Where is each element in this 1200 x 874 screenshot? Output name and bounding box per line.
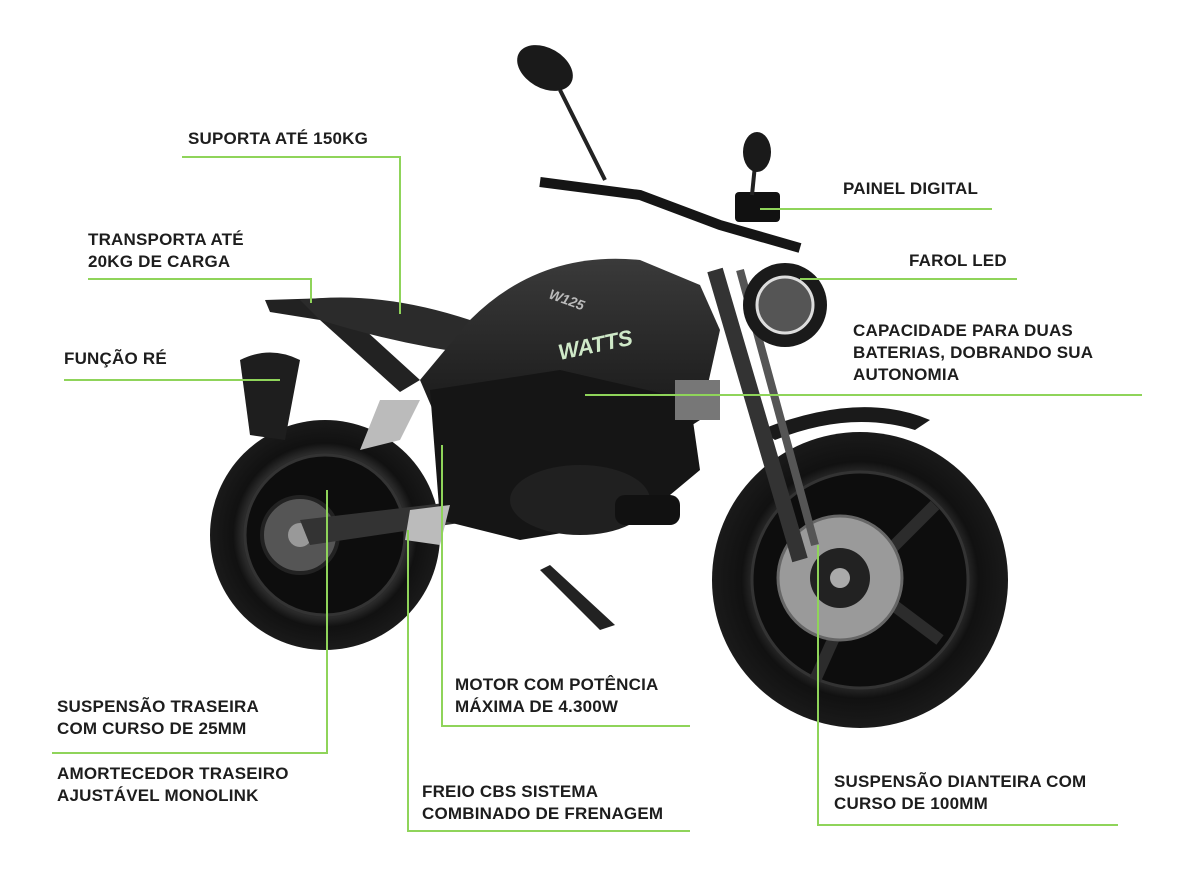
callout-line-cargo [88, 278, 312, 303]
label-text: COMBINADO DE FRENAGEM [422, 804, 664, 823]
label-text: MOTOR COM POTÊNCIA [455, 675, 659, 694]
label-text: FREIO CBS SISTEMA [422, 782, 599, 801]
label-dashboard: PAINEL DIGITAL [843, 178, 978, 200]
label-text: FAROL LED [909, 251, 1007, 270]
label-rear-shock: AMORTECEDOR TRASEIRO AJUSTÁVEL MONOLINK [57, 763, 289, 807]
label-reverse: FUNÇÃO RÉ [64, 348, 167, 370]
label-batteries: CAPACIDADE PARA DUAS BATERIAS, DOBRANDO S… [853, 320, 1093, 386]
label-load-capacity: SUPORTA ATÉ 150KG [188, 128, 368, 150]
label-front-suspension: SUSPENSÃO DIANTEIRA COM CURSO DE 100MM [834, 771, 1086, 815]
callout-line-load [182, 156, 401, 314]
label-text: AUTONOMIA [853, 365, 960, 384]
label-text: CAPACIDADE PARA DUAS [853, 321, 1073, 340]
callout-line-motor [441, 445, 690, 727]
callout-line-front-suspension [817, 545, 1118, 826]
front-wheel [712, 432, 1008, 728]
label-text: CURSO DE 100MM [834, 794, 988, 813]
label-text: AMORTECEDOR TRASEIRO [57, 764, 289, 783]
label-text: SUPORTA ATÉ 150KG [188, 129, 369, 148]
label-text: SUSPENSÃO DIANTEIRA COM [834, 772, 1087, 791]
front-fork [707, 267, 808, 563]
label-text: BATERIAS, DOBRANDO SUA [853, 343, 1094, 362]
label-text: SUSPENSÃO TRASEIRA [57, 697, 259, 716]
callout-line-brake [407, 530, 690, 832]
motor [510, 465, 650, 535]
seat [300, 297, 500, 355]
rear-mudguard [240, 352, 300, 440]
label-text: MÁXIMA DE 4.300W [455, 697, 619, 716]
label-headlight: FAROL LED [909, 250, 1007, 272]
digital-dashboard [735, 192, 780, 222]
callout-line-rear-suspension [52, 490, 328, 754]
label-text: 20KG DE CARGA [88, 252, 231, 271]
label-motor: MOTOR COM POTÊNCIA MÁXIMA DE 4.300W [455, 674, 659, 718]
label-rear-suspension: SUSPENSÃO TRASEIRA COM CURSO DE 25MM [57, 696, 259, 740]
label-text: COM CURSO DE 25MM [57, 719, 247, 738]
label-text: TRANSPORTA ATÉ [88, 230, 244, 249]
label-brake: FREIO CBS SISTEMA COMBINADO DE FRENAGEM [422, 781, 663, 825]
battery-grille [675, 380, 720, 420]
label-text: PAINEL DIGITAL [843, 179, 979, 198]
label-text: FUNÇÃO RÉ [64, 349, 167, 368]
label-cargo: TRANSPORTA ATÉ 20KG DE CARGA [88, 229, 244, 273]
label-text: AJUSTÁVEL MONOLINK [57, 786, 259, 805]
